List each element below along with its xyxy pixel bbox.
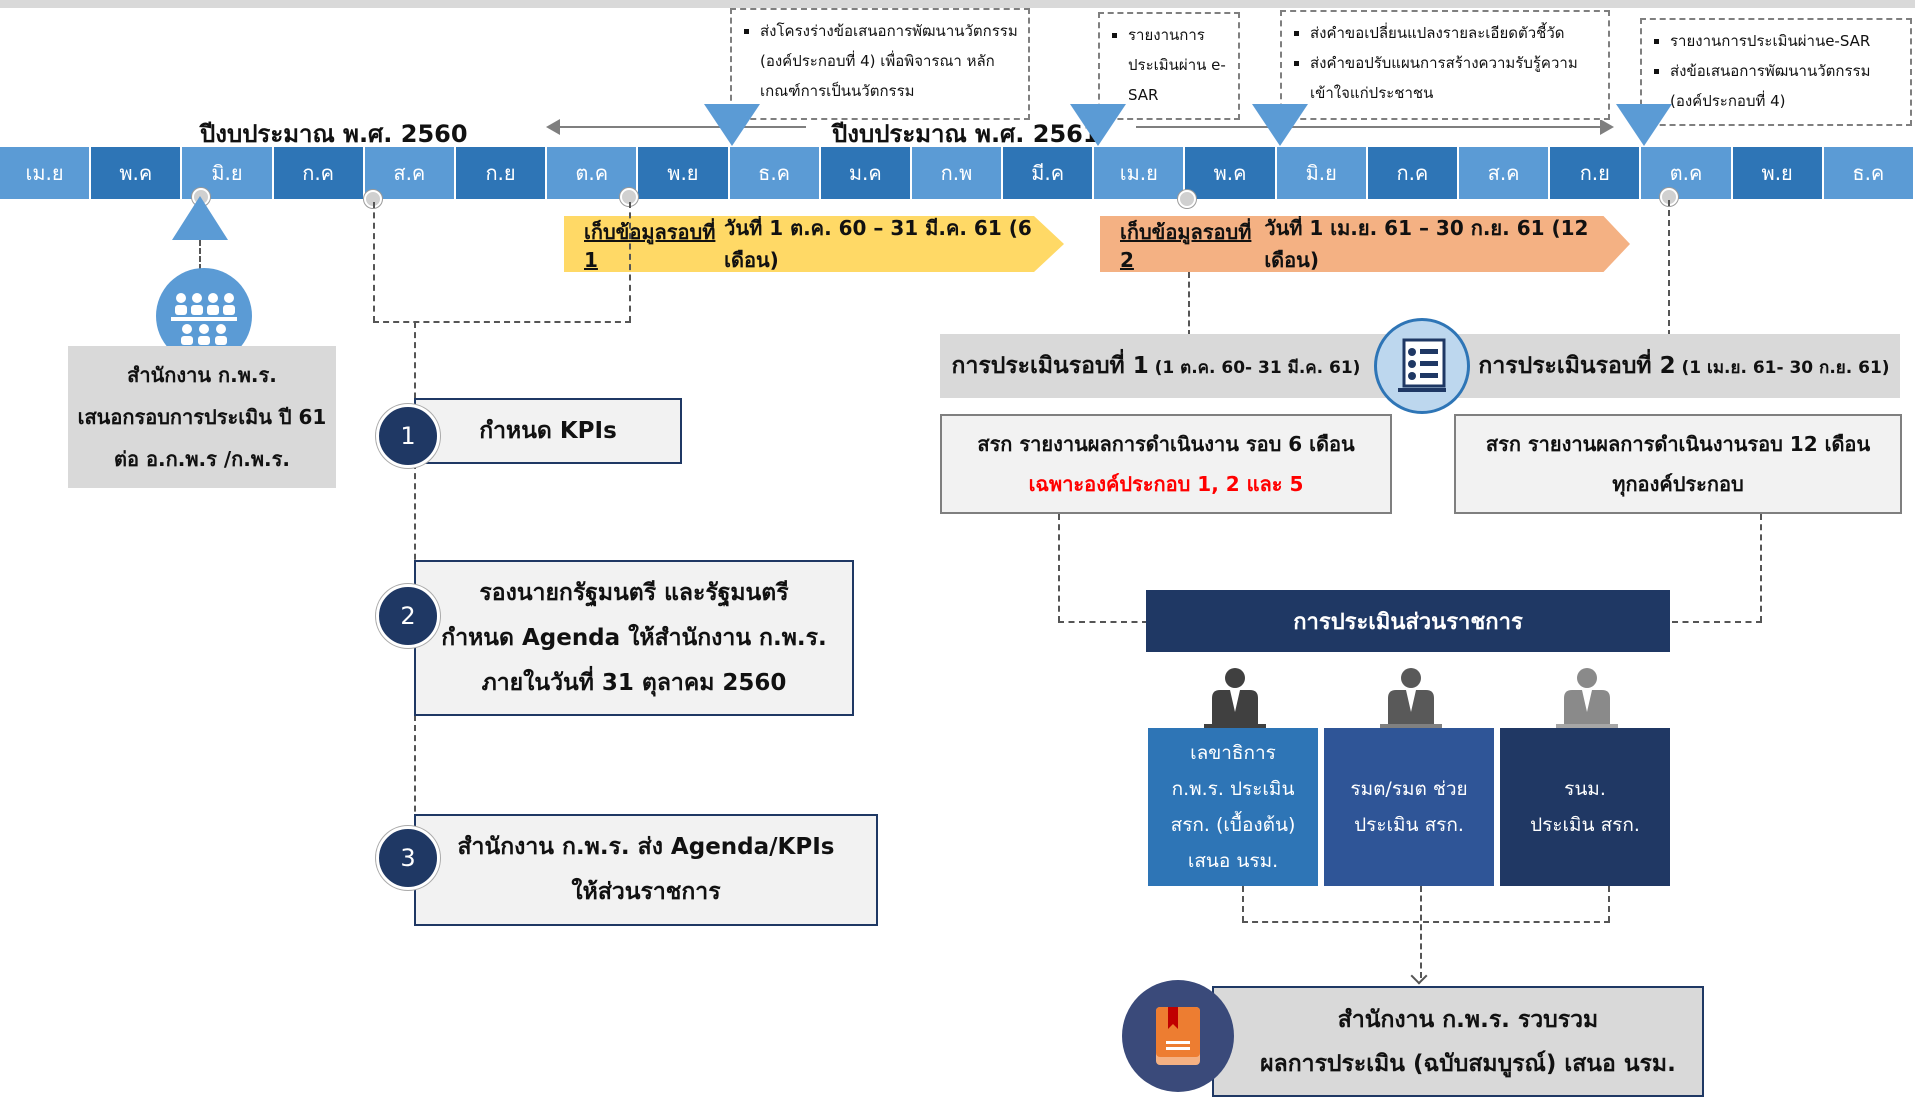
connector-final (1420, 886, 1422, 978)
month-timeline: เม.ยพ.คมิ.ยก.คส.คก.ยต.คพ.ยธ.คม.คก.พมี.คเ… (0, 147, 1915, 199)
connector-panel1 (1242, 886, 1244, 922)
book-icon (1122, 980, 1234, 1092)
connector-panels-join (1242, 921, 1610, 923)
panel-deputy-pm: รนม.ประเมิน สรก. (1500, 728, 1670, 886)
month-cell: มี.ค (1003, 147, 1095, 199)
month-cell: ก.ค (1367, 147, 1459, 199)
month-cell: ต.ค (1641, 147, 1733, 199)
panel-secretary-general: เลขาธิการก.พ.ร. ประเมินสรก. (เบื้องต้น)เ… (1148, 728, 1318, 886)
month-cell: เม.ย (0, 147, 92, 199)
fy-2561-arrow (1136, 126, 1606, 128)
connector-panel3 (1608, 886, 1610, 922)
connector-horizontal (373, 321, 631, 323)
connector-oct-down (629, 202, 631, 322)
step3-number: 3 (376, 826, 440, 890)
panel-minister: รมต/รมต ช่วยประเมิน สรก. (1324, 728, 1494, 886)
step2-number: 2 (376, 584, 440, 648)
fy-arrowhead-right (1600, 119, 1614, 135)
round2-collection-banner: เก็บข้อมูลรอบที่ 2 วันที่ 1 เม.ย. 61 – 3… (1100, 216, 1630, 272)
note-esar-innovation: รายงานการประเมินผ่านe-SARส่งข้อเสนอการพั… (1640, 18, 1912, 126)
connector-report2-left (1672, 621, 1762, 623)
timeline-dot-apr (1178, 190, 1196, 208)
step2-box: รองนายกรัฐมนตรี และรัฐมนตรีกำหนด Agenda … (414, 560, 854, 716)
executive-icon-3 (1552, 664, 1622, 734)
eval-round1-title: การประเมินรอบที่ 1 (1 ต.ค. 60- 31 มี.ค. … (951, 353, 1361, 379)
month-cell: ก.ย (455, 147, 548, 199)
marker-triangle-may (1252, 104, 1308, 146)
final-report-box: สำนักงาน ก.พ.ร. รวบรวมผลการประเมิน (ฉบับ… (1212, 986, 1704, 1097)
month-cell: ก.พ (911, 147, 1004, 199)
fy-2561-label: ปีงบประมาณ พ.ศ. 2561 (832, 120, 1100, 148)
arrowhead-down (1410, 967, 1428, 985)
marker-triangle-up-jun (172, 196, 228, 240)
executive-icon-1 (1200, 664, 1270, 734)
step1-number: 1 (376, 404, 440, 468)
step1-box: กำหนด KPIs (414, 398, 682, 464)
note-kpi-change-request: ส่งคำขอเปลี่ยนแปลงรายละเอียดตัวชี้วัดส่ง… (1280, 10, 1610, 120)
month-cell: ส.ค (1459, 147, 1551, 199)
fy-arrowhead-left (546, 119, 560, 135)
connector-eval2 (1668, 200, 1670, 336)
connector-ocsc (199, 240, 201, 270)
fy-2560-label: ปีงบประมาณ พ.ศ. 2560 (200, 120, 468, 148)
connector-report1-right (1058, 621, 1148, 623)
executive-icon-2 (1376, 664, 1446, 734)
connector-report1-down (1058, 514, 1060, 622)
connector-aug-down (373, 202, 375, 322)
month-cell: ก.ย (1550, 147, 1642, 199)
month-cell: ธ.ค (1823, 147, 1915, 199)
month-cell: เม.ย (1094, 147, 1186, 199)
month-cell: ก.ค (273, 147, 365, 199)
report-12-month-box: สรก รายงานผลการดำเนินงานรอบ 12 เดือน ทุก… (1454, 414, 1902, 514)
note-esar-report: รายงานการประเมินผ่าน e-SAR (1098, 12, 1240, 120)
month-cell: มิ.ย (1276, 147, 1368, 199)
month-cell: พ.ค (1185, 147, 1277, 199)
month-cell: ธ.ค (729, 147, 821, 199)
month-cell: ส.ค (364, 147, 456, 199)
connector-eval1 (1188, 272, 1190, 336)
marker-triangle-dec (704, 104, 760, 146)
marker-triangle-oct (1616, 104, 1672, 146)
fy-2560-arrow (556, 126, 806, 128)
month-cell: พ.ค (91, 147, 183, 199)
round1-collection-banner: เก็บข้อมูลรอบที่ 1 วันที่ 1 ต.ค. 60 – 31… (564, 216, 1064, 272)
month-cell: พ.ย (638, 147, 730, 199)
note-innovation-outline: ส่งโครงร่างข้อเสนอการพัฒนานวัตกรรม (องค์… (730, 8, 1030, 120)
eval-round2-title: การประเมินรอบที่ 2 (1 เม.ย. 61- 30 ก.ย. … (1478, 353, 1890, 379)
top-bar (0, 0, 1915, 8)
month-cell: พ.ย (1732, 147, 1824, 199)
month-cell: ม.ค (820, 147, 912, 199)
report-6-month-box: สรก รายงานผลการดำเนินงาน รอบ 6 เดือน เฉพ… (940, 414, 1392, 514)
agency-evaluation-header: การประเมินส่วนราชการ (1146, 590, 1670, 652)
connector-report2-down (1760, 514, 1762, 622)
checklist-icon (1374, 318, 1470, 414)
marker-triangle-apr (1070, 104, 1126, 146)
